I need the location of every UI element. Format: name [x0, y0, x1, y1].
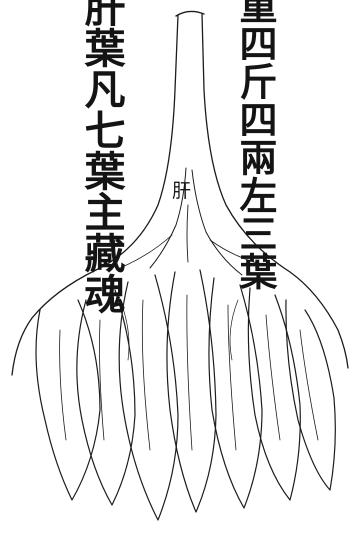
organ-label: 肝 — [172, 180, 192, 202]
caption-right: 重四斤四兩左三葉 — [233, 0, 278, 290]
central-veins — [119, 167, 266, 276]
stem-outline — [11, 10, 349, 376]
liver-lobes — [35, 269, 336, 521]
caption-left: 肝葉凡七葉主藏魂 — [77, 0, 125, 314]
lobe-veins — [59, 294, 319, 451]
